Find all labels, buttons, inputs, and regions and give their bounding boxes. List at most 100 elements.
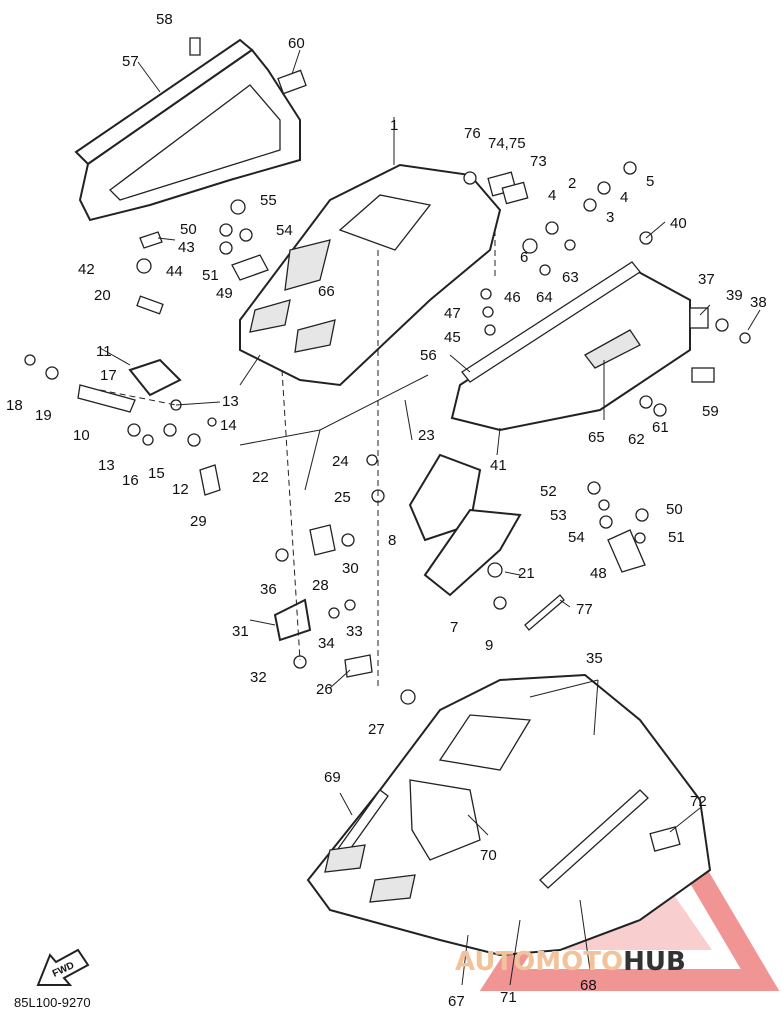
callout-30: 30 [342, 560, 359, 577]
cable-22b [304, 429, 321, 491]
watermark-text: AUTOMOTOHUB [455, 947, 686, 977]
windshield-assembly [74, 37, 307, 222]
callout-10: 10 [73, 427, 90, 444]
callout-21: 21 [518, 565, 535, 582]
cable-22 [239, 374, 429, 446]
screw-9 [493, 596, 507, 610]
latch-10 [77, 384, 136, 413]
bolt-5 [623, 161, 637, 175]
leader [467, 814, 489, 836]
leader [509, 919, 521, 986]
liner-70 [409, 779, 481, 861]
nut-30 [341, 533, 355, 547]
watermark-text-a: AUTOMOTO [455, 947, 623, 977]
watermark-text-b: HUB [623, 947, 686, 977]
nut-61 [653, 403, 667, 417]
callout-54b: 54 [568, 529, 585, 546]
callout-53: 53 [550, 507, 567, 524]
knob-12 [187, 433, 201, 447]
callout-56: 56 [420, 347, 437, 364]
callout-19: 19 [35, 407, 52, 424]
callout-25: 25 [334, 489, 351, 506]
callout-63: 63 [562, 269, 579, 286]
leader [239, 354, 261, 386]
callout-51a: 51 [202, 267, 219, 284]
leader [645, 221, 666, 239]
dash-2 [281, 369, 301, 661]
side-panel-rail [461, 261, 641, 383]
nut-6 [522, 238, 538, 254]
callout-22: 22 [252, 469, 269, 486]
part-26 [344, 654, 373, 678]
upper-hood [239, 163, 502, 387]
leader [593, 679, 599, 736]
callout-36: 36 [260, 581, 277, 598]
side-panel-shell [450, 268, 691, 432]
washer-19 [45, 366, 59, 380]
callout-27: 27 [368, 721, 385, 738]
callout-26: 26 [316, 681, 333, 698]
bracket-11 [128, 358, 182, 397]
callout-16: 16 [122, 472, 139, 489]
callout-64: 64 [536, 289, 553, 306]
callout-12: 12 [172, 481, 189, 498]
leader [99, 347, 131, 366]
pin-14 [207, 417, 217, 427]
spring-23 [404, 399, 413, 441]
callout-6: 6 [520, 249, 528, 266]
washer-21 [487, 562, 503, 578]
nut-63 [564, 239, 576, 251]
part-73 [501, 181, 529, 205]
nut-4b [545, 221, 559, 235]
fwd-arrow-shape [36, 948, 90, 986]
bolt-24 [366, 454, 378, 466]
callout-20: 20 [94, 287, 111, 304]
callout-4a: 4 [620, 189, 628, 206]
callout-11: 11 [96, 343, 112, 360]
callout-67: 67 [448, 993, 465, 1010]
leader [461, 934, 469, 986]
leader [249, 619, 276, 626]
nut-54a [239, 228, 253, 242]
callout-77: 77 [576, 601, 593, 618]
leader [137, 61, 161, 93]
screw-33 [344, 599, 356, 611]
callout-35: 35 [586, 650, 603, 667]
leader-lines [99, 49, 761, 986]
callout-28: 28 [312, 577, 329, 594]
bolt-27 [400, 689, 416, 705]
vent-b [369, 874, 416, 903]
callout-9: 9 [485, 637, 493, 654]
callout-52: 52 [540, 483, 557, 500]
leader [747, 309, 761, 331]
nut-50a [219, 223, 233, 237]
callout-33: 33 [346, 623, 363, 640]
fwd-arrow: FWD [36, 948, 90, 986]
callout-66: 66 [318, 283, 335, 300]
callout-62: 62 [628, 431, 645, 448]
alignment-lines [99, 230, 496, 690]
hood-grille-b [294, 319, 336, 353]
nut-4a [597, 181, 611, 195]
callout-65: 65 [588, 429, 605, 446]
callout-60: 60 [288, 35, 305, 52]
callout-46: 46 [504, 289, 521, 306]
part-58-screw [189, 37, 201, 56]
nut-62 [639, 395, 653, 409]
callout-76: 76 [464, 125, 481, 142]
callout-74-75: 74,75 [488, 135, 526, 152]
callout-48: 48 [590, 565, 607, 582]
callout-31: 31 [232, 623, 249, 640]
washer-16 [142, 434, 154, 446]
nut-64 [539, 264, 551, 276]
callout-43: 43 [178, 239, 195, 256]
leader [329, 669, 351, 689]
leader [175, 401, 221, 406]
callout-18: 18 [6, 397, 23, 414]
part-37 [689, 307, 709, 329]
part-60 [277, 69, 307, 95]
bolt-32 [293, 655, 307, 669]
bracket-48 [607, 529, 646, 573]
callout-49: 49 [216, 285, 233, 302]
